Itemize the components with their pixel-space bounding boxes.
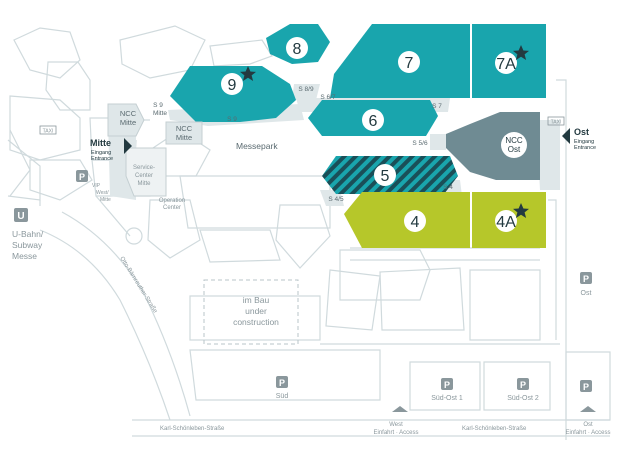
vip-label-1: VIP [92, 183, 101, 189]
star-icon-hall-7a [513, 45, 529, 60]
ost-entrance-line3: Entrance [574, 145, 596, 151]
ncc-ost-label-2: Ost [508, 145, 521, 154]
hall-6-label: 6 [369, 113, 378, 130]
ncc-ost-building[interactable] [446, 112, 540, 180]
operation-center-label-2: Center [163, 205, 181, 211]
street-karl-schoenleben-left: Karl-Schönleben-Straße [160, 426, 225, 432]
ubahn-icon [14, 208, 28, 222]
service-center-label-2: Center [135, 173, 153, 179]
taxi-badge-mitte [39, 125, 57, 135]
parking-ost-label: Ost [581, 290, 592, 297]
parking-icon-vip-letter: P [79, 172, 85, 182]
ost-entrance-title: Ost [574, 127, 589, 137]
parking-sudost1-label: Süd-Ost 1 [431, 395, 463, 402]
passage-s45: S 4/5 [328, 196, 344, 203]
hall-number-circles [221, 37, 527, 232]
service-center-building [125, 147, 167, 197]
parking-icon-sudost1-letter: P [444, 380, 450, 390]
passage-s9-bottom: S 9 [227, 116, 237, 123]
ost-entrance-line2: Eingang [574, 139, 594, 145]
hall-9-label: 9 [228, 77, 237, 94]
passage-s9-top-line2: Mitte [153, 110, 167, 117]
ubahn-label-2: Subway [12, 240, 43, 250]
mitte-entrance-arrow-icon [124, 138, 132, 154]
passage-s4: S 4 [443, 184, 453, 191]
construction-area [203, 279, 299, 345]
star-icon-hall-9 [240, 66, 256, 81]
ncc-mitte-left-label-2: Mitte [120, 118, 136, 127]
hall-4-label: 4 [411, 214, 420, 231]
vip-label-3: Mitte [100, 197, 111, 203]
street-karl-schoenleben-right: Karl-Schönleben-Straße [462, 426, 527, 432]
parking-icons [76, 170, 592, 392]
ubahn-icon-letter: U [17, 211, 24, 222]
ost-access-arrow-icon [580, 406, 596, 412]
parking-icon-sud [276, 376, 288, 388]
operation-center-label-1: Operation [159, 198, 185, 204]
ncc-mitte-right-building[interactable] [165, 121, 203, 145]
taxi-label-mitte: TAXI [43, 129, 54, 135]
ncc-mitte-left-building[interactable] [107, 103, 145, 137]
parking-icon-sudost2 [517, 378, 529, 390]
service-center-label-1: Service- [133, 165, 155, 171]
ost-access-label-2: Einfahrt · Access [565, 430, 610, 436]
west-access-arrow-icon [392, 406, 408, 412]
hall-5-label: 5 [381, 168, 390, 185]
street-otto-baernreuther: Otto-Bärnreuther-Straße [118, 256, 158, 315]
mitte-entrance-line2: Eingang [91, 150, 111, 156]
service-center-label-3: Mitte [137, 181, 151, 187]
parking-icon-ost-letter: P [583, 274, 589, 284]
ncc-mitte-left-label-1: NCC [120, 109, 137, 118]
passage-s56: S 5/6 [412, 140, 428, 147]
hall-4a-label: 4A [496, 214, 516, 231]
parking-icon-sudost2-letter: P [520, 380, 526, 390]
passage-s7: S 7 [432, 103, 442, 110]
ost-access-label-1: Ost [583, 422, 593, 428]
ncc-mitte-right-label-2: Mitte [176, 133, 192, 142]
hall-7a-label: 7A [496, 56, 516, 73]
parking-icon-sud-letter: P [279, 378, 285, 388]
star-icon-hall-4a [513, 203, 529, 218]
parking-icon-sudost1 [441, 378, 453, 390]
hall-7-label: 7 [405, 55, 414, 72]
parking-sudost2-label: Süd-Ost 2 [507, 395, 539, 402]
passage-s89: S 8/9 [298, 86, 314, 93]
parking-icon-vip [76, 170, 88, 182]
ubahn-label-3: Messe [12, 251, 37, 261]
messepark-label: Messepark [236, 141, 278, 151]
star-icons [240, 45, 529, 218]
parking-icon-ost-access-letter: P [583, 382, 589, 392]
ubahn-label-1: U-Bahn/ [12, 229, 44, 239]
passage-s67: S 6/7 [320, 94, 336, 101]
construction-label-3: construction [233, 317, 279, 327]
parking-sud-label: Süd [276, 393, 289, 400]
taxi-badge-ost [547, 116, 565, 126]
construction-label-1: im Bau [243, 295, 270, 305]
hall-8-label: 8 [293, 41, 302, 58]
vip-label-2: West/ [96, 190, 109, 196]
ncc-mitte-right-label-1: NCC [176, 124, 193, 133]
taxi-label-ost: TAXI [551, 120, 562, 126]
west-access-label-1: West [389, 422, 403, 428]
mitte-entrance-line3: Entrance [91, 156, 113, 162]
parking-icon-ost [580, 272, 592, 284]
construction-label-2: under [245, 306, 267, 316]
passage-s9-top: S 9 [153, 102, 163, 109]
parking-icon-ost-access [580, 380, 592, 392]
west-access-label-2: Einfahrt · Access [373, 430, 418, 436]
ost-entrance-arrow-icon [562, 128, 570, 144]
mitte-entrance-title: Mitte [90, 138, 111, 148]
ncc-ost-label-1: NCC [505, 136, 523, 145]
